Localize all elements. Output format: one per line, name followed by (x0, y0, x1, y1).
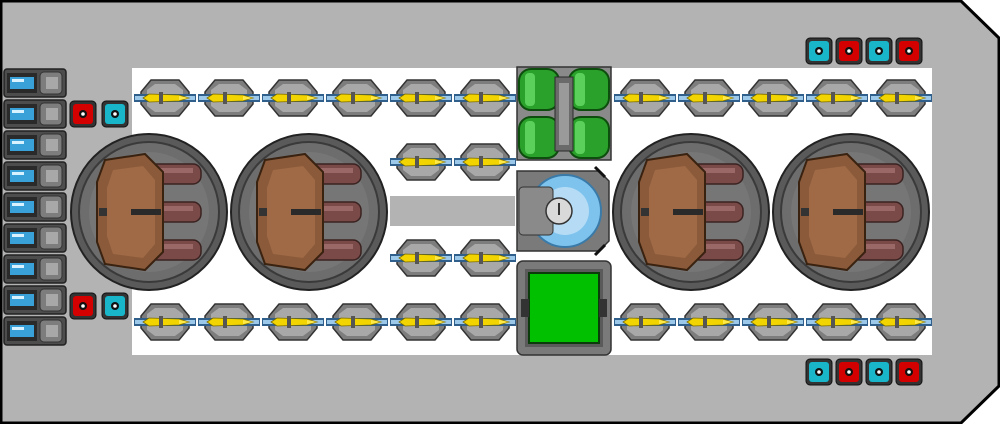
thruster-icon (3, 316, 67, 346)
missile-launcher-icon (870, 303, 932, 341)
ship-modules (3, 37, 932, 386)
cyan-node-icon (805, 37, 833, 65)
missile-launcher-icon (198, 79, 260, 117)
thruster-icon (3, 192, 67, 222)
cyan-node-icon (101, 100, 129, 128)
missile-launcher-icon (870, 79, 932, 117)
missile-launcher-icon (134, 303, 196, 341)
thruster-icon (3, 130, 67, 160)
missile-launcher-icon (198, 303, 260, 341)
green-console-icon (516, 260, 612, 356)
triple-barrel-turret-icon (772, 133, 930, 291)
triple-barrel-turret-icon (70, 133, 228, 291)
missile-launcher-icon (390, 239, 452, 277)
missile-launcher-icon (678, 303, 740, 341)
missile-launcher-icon (454, 143, 516, 181)
shield-generator-icon (516, 165, 610, 257)
missile-launcher-icon (614, 79, 676, 117)
thruster-icon (3, 223, 67, 253)
missile-launcher-icon (742, 303, 804, 341)
inner-corridor (390, 196, 515, 226)
missile-launcher-icon (390, 303, 452, 341)
missile-launcher-icon (742, 79, 804, 117)
thruster-icon (3, 285, 67, 315)
missile-launcher-icon (454, 79, 516, 117)
missile-launcher-icon (454, 239, 516, 277)
green-tank-icon (516, 66, 612, 161)
red-node-icon (835, 37, 863, 65)
cyan-node-icon (805, 358, 833, 386)
red-node-icon (69, 292, 97, 320)
missile-launcher-icon (806, 79, 868, 117)
missile-launcher-icon (806, 303, 868, 341)
missile-launcher-icon (390, 79, 452, 117)
red-node-icon (895, 358, 923, 386)
missile-launcher-icon (262, 79, 324, 117)
red-node-icon (69, 100, 97, 128)
triple-barrel-turret-icon (612, 133, 770, 291)
thruster-icon (3, 99, 67, 129)
missile-launcher-icon (326, 79, 388, 117)
missile-launcher-icon (262, 303, 324, 341)
thruster-icon (3, 254, 67, 284)
red-node-icon (895, 37, 923, 65)
cyan-node-icon (865, 358, 893, 386)
missile-launcher-icon (134, 79, 196, 117)
red-node-icon (835, 358, 863, 386)
cyan-node-icon (101, 292, 129, 320)
missile-launcher-icon (326, 303, 388, 341)
missile-launcher-icon (390, 143, 452, 181)
missile-launcher-icon (614, 303, 676, 341)
cyan-node-icon (865, 37, 893, 65)
thruster-icon (3, 68, 67, 98)
triple-barrel-turret-icon (230, 133, 388, 291)
thruster-icon (3, 161, 67, 191)
missile-launcher-icon (454, 303, 516, 341)
missile-launcher-icon (678, 79, 740, 117)
